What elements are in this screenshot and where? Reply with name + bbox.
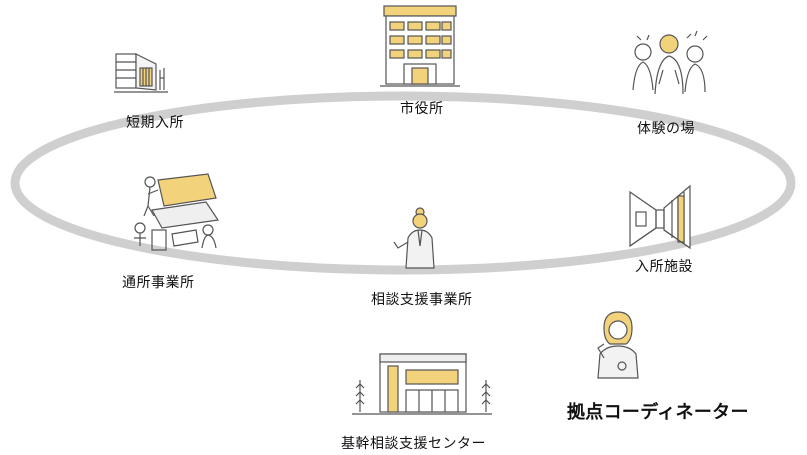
label-base-coordinator: 拠点コーディネーター: [567, 402, 749, 423]
label-consultation-support-office: 相談支援事業所: [371, 292, 473, 308]
label-city-hall: 市役所: [400, 101, 444, 117]
label-day-service-office: 通所事業所: [122, 275, 195, 291]
label-experience-place: 体験の場: [637, 121, 695, 137]
label-short-term-stay: 短期入所: [126, 115, 184, 131]
city-hall-icon: [380, 5, 460, 87]
short-stay-building-icon: [114, 53, 168, 93]
coordinator-woman-icon: [597, 311, 639, 379]
support-center-building-icon: [352, 353, 492, 415]
facility-corridor-icon: [629, 184, 691, 250]
people-group-icon: [632, 30, 708, 95]
label-core-support-center: 基幹相談支援センター: [341, 436, 486, 452]
label-residential-facility: 入所施設: [635, 259, 693, 275]
workshop-people-icon: [134, 173, 220, 251]
consultant-woman-icon: [393, 207, 435, 269]
